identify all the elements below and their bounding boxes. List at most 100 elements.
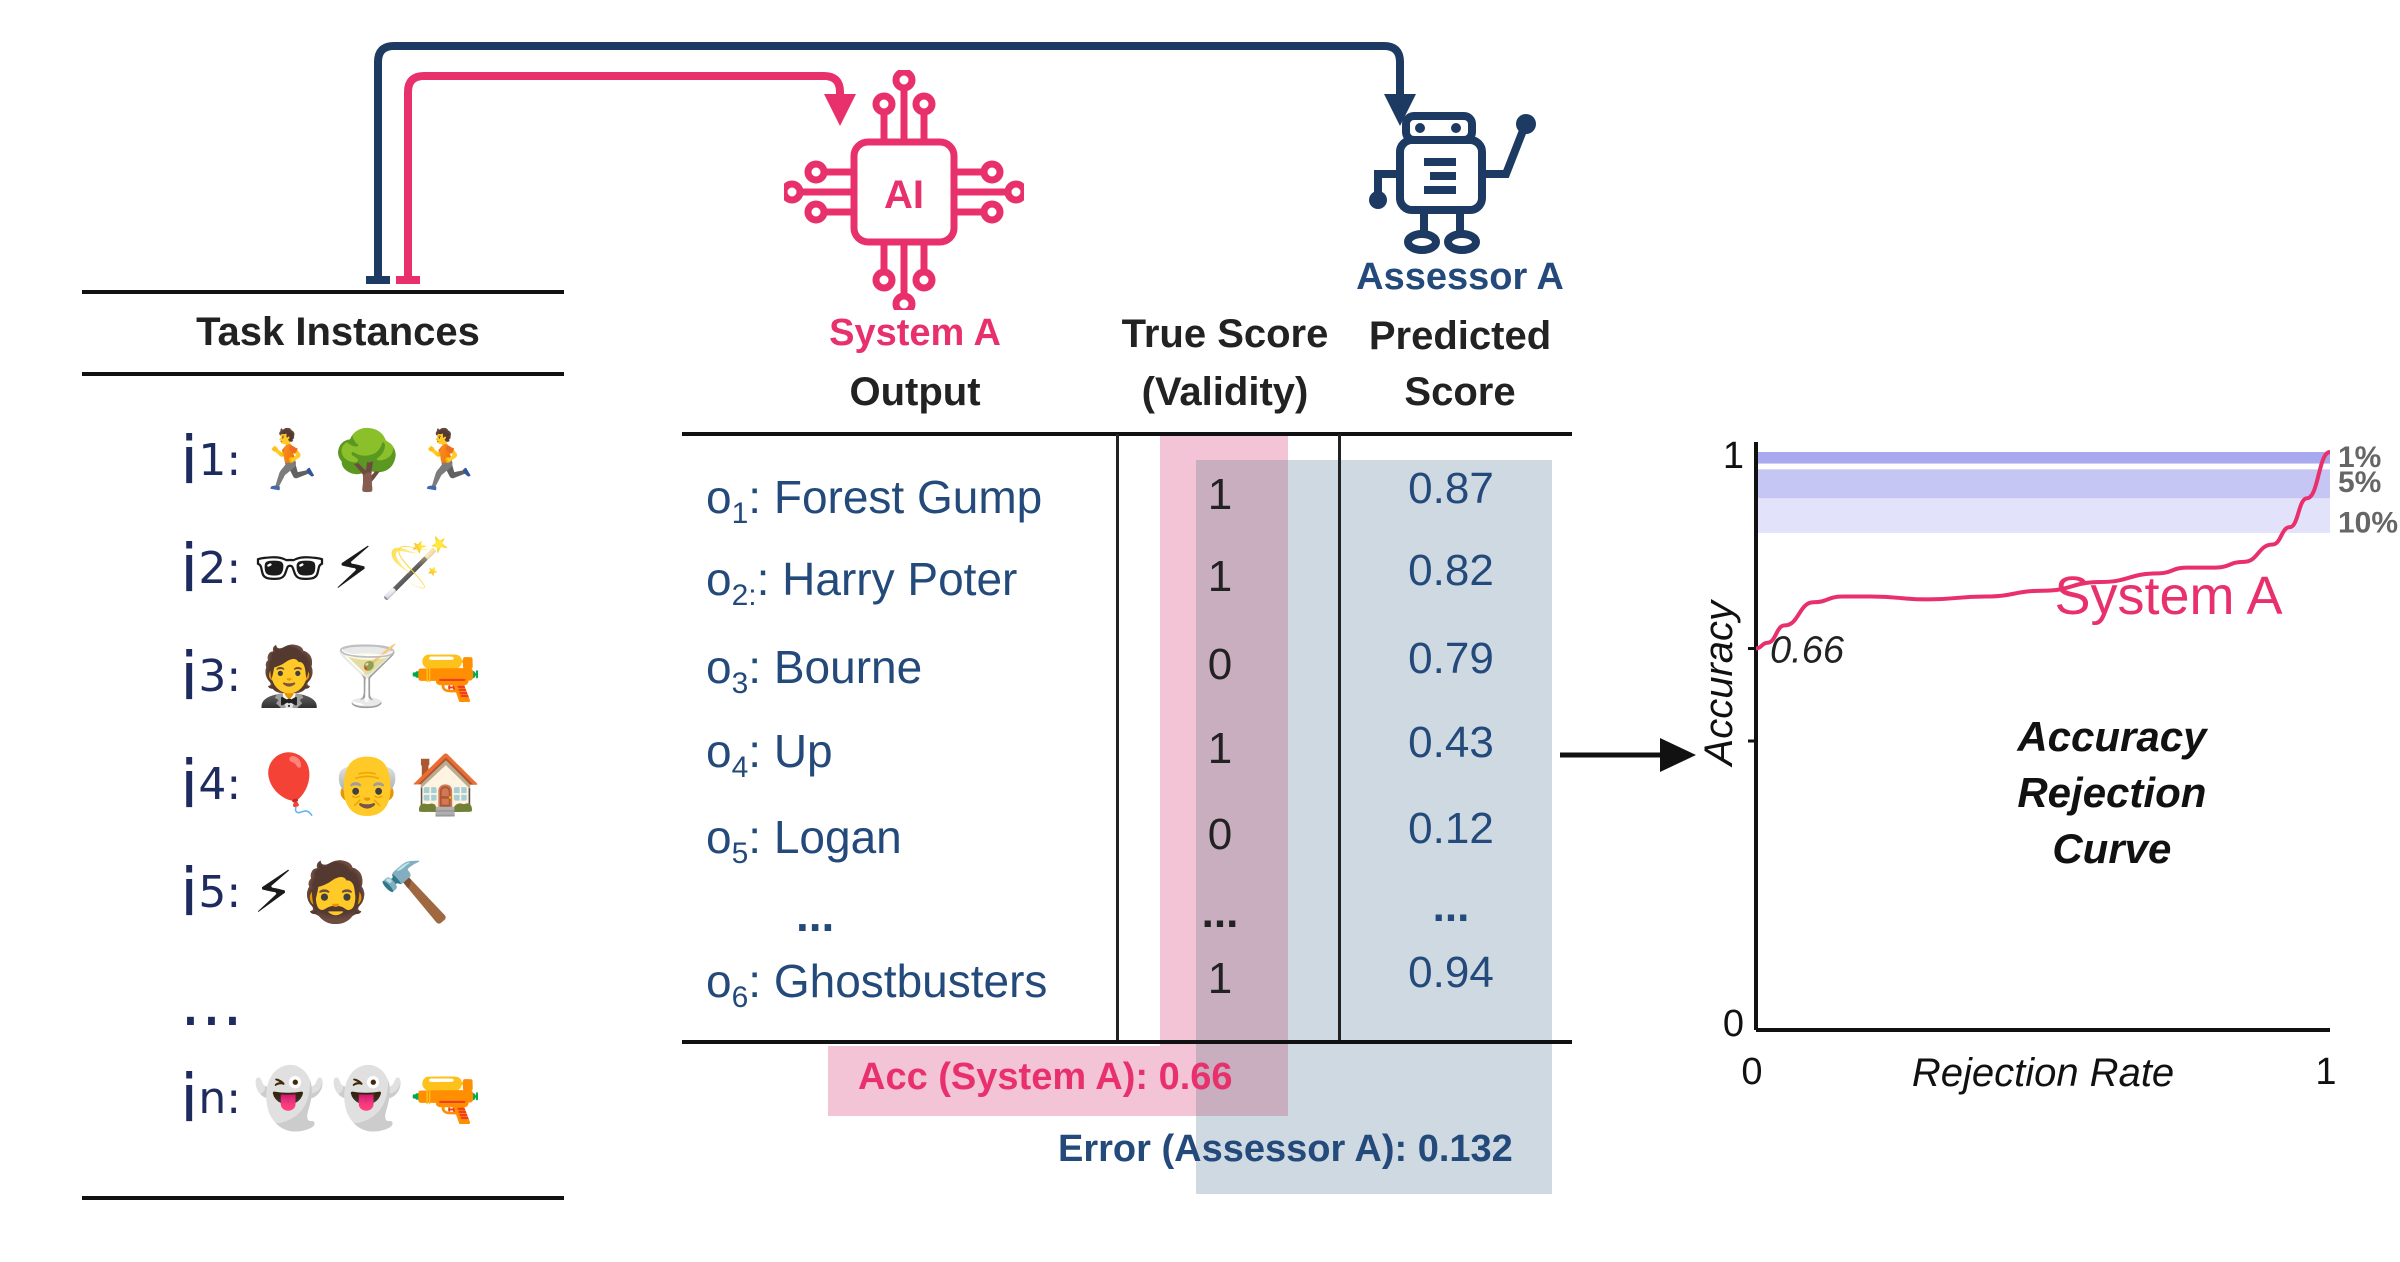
band-label: 5% <box>2338 466 2381 499</box>
acc-label: Acc (System A): 0.66 <box>858 1056 1233 1098</box>
true-score-value: 1 <box>1207 470 1233 519</box>
task-instance-emojis: ⚡🧔🔨 <box>253 857 457 926</box>
true-score-value: 1 <box>1207 954 1233 1003</box>
table-bottom-rule <box>682 1040 1572 1044</box>
chart-title-line: Accuracy <box>2016 713 2209 760</box>
output-index: 6 <box>731 981 749 1015</box>
ai-chip-icon: AI <box>784 70 1024 310</box>
y-axis-label: Accuracy <box>1697 598 1741 767</box>
x-tick-label: 0 <box>1741 1051 1762 1093</box>
predicted-score-value: 0.87 <box>1408 464 1494 513</box>
ai-chip-label: AI <box>884 173 924 217</box>
chart-title-line: Curve <box>2052 825 2171 872</box>
output-label: o6: Ghostbusters <box>706 954 1047 1015</box>
output-header: Output <box>849 370 981 414</box>
predicted-header-1: Predicted <box>1368 314 1552 358</box>
task-instance-emojis: 🕶⚡🪄 <box>253 533 458 602</box>
task-instance-emojis: 👻👻🔫 <box>253 1063 488 1132</box>
task-instance-index: 4: <box>198 758 242 810</box>
task-instance-index: 2: <box>198 542 242 594</box>
rejection-band <box>1756 498 2330 533</box>
table-top-rule <box>682 432 1572 436</box>
output-prefix: o <box>706 811 732 863</box>
band-label: 10% <box>2338 506 2398 539</box>
task-instance-emojis: 🏃🌳🏃 <box>253 425 488 494</box>
acc-band-overlap <box>1196 1046 1288 1116</box>
y-tick-label: 1 <box>1723 435 1744 477</box>
task-header-rule <box>82 372 564 376</box>
table-divider-2 <box>1338 434 1341 1040</box>
true-score-header-1: True Score <box>1121 312 1329 356</box>
task-instance-index: 5: <box>198 866 242 918</box>
x-tick-label: 1 <box>2315 1051 2336 1093</box>
task-instance-label: i <box>180 1059 199 1137</box>
task-instance-emojis: 🎈👴🏠 <box>253 749 488 818</box>
output-index: 5 <box>731 837 749 871</box>
output-index: 3 <box>731 667 749 701</box>
output-prefix: ... <box>796 889 835 941</box>
output-label: o3: Bourne <box>706 640 922 701</box>
output-label: o5: Logan <box>706 810 902 871</box>
chart-title-line: Rejection <box>2017 769 2206 816</box>
task-instance-label: i <box>180 745 199 823</box>
task-instance-emojis: 🤵🍸🔫 <box>253 641 488 710</box>
predicted-score-value: ... <box>1432 882 1470 931</box>
output-label: o2:: Harry Poter <box>706 552 1017 613</box>
task-instances-title: Task Instances <box>196 310 480 354</box>
predicted-score-value: 0.94 <box>1408 948 1494 997</box>
table-divider-1 <box>1116 434 1119 1040</box>
output-prefix: o <box>706 641 732 693</box>
navy-arrow-head <box>1384 94 1416 126</box>
rejection-band <box>1756 452 2330 464</box>
output-prefix: o <box>706 725 732 777</box>
pink-arrow <box>404 72 844 282</box>
true-score-header-2: (Validity) <box>1141 370 1309 414</box>
task-instance-label: i <box>180 853 199 931</box>
predicted-score-value: 0.82 <box>1408 546 1494 595</box>
navy-arrow-foot <box>366 276 390 284</box>
output-prefix: o <box>706 955 732 1007</box>
robot-icon <box>1369 112 1536 254</box>
output-title: : Forest Gump <box>748 471 1043 523</box>
task-instance-label: i <box>180 421 199 499</box>
output-index: 2: <box>731 579 757 613</box>
error-label: Error (Assessor A): 0.132 <box>1058 1128 1513 1170</box>
right-arrow <box>1560 738 1696 772</box>
true-score-value: 1 <box>1207 552 1233 601</box>
series-label: System A <box>2054 566 2282 626</box>
system-a-curve <box>1755 450 2331 651</box>
output-label: ... <box>796 888 834 942</box>
output-title: : Up <box>748 725 833 777</box>
true-score-value: 0 <box>1207 640 1233 689</box>
band-label: 1% <box>2338 441 2381 474</box>
true-score-value: 1 <box>1207 724 1233 773</box>
output-label: o4: Up <box>706 724 833 785</box>
system-name: System A <box>829 312 1001 354</box>
output-title: : Ghostbusters <box>748 955 1048 1007</box>
output-title: : Harry Poter <box>756 553 1018 605</box>
assessor-name: Assessor A <box>1356 256 1564 298</box>
start-value-label: 0.66 <box>1770 630 1845 672</box>
output-index: 4 <box>731 751 749 785</box>
output-title: : Logan <box>748 811 902 863</box>
pink-arrow-head <box>824 94 856 126</box>
predicted-score-value: 0.43 <box>1408 718 1494 767</box>
task-instance-index: 1: <box>198 434 242 486</box>
predicted-header-2: Score <box>1404 370 1516 414</box>
task-top-rule <box>82 290 564 294</box>
pink-arrow-foot <box>396 276 420 284</box>
x-axis-label: Rejection Rate <box>1912 1051 2174 1095</box>
y-tick-label: 0 <box>1723 1003 1744 1045</box>
task-instance-index: 3: <box>198 650 242 702</box>
true-score-band-overlap <box>1196 460 1288 1116</box>
predicted-score-value: 0.79 <box>1408 634 1494 683</box>
output-prefix: o <box>706 553 732 605</box>
flow-arrows <box>366 42 1416 284</box>
